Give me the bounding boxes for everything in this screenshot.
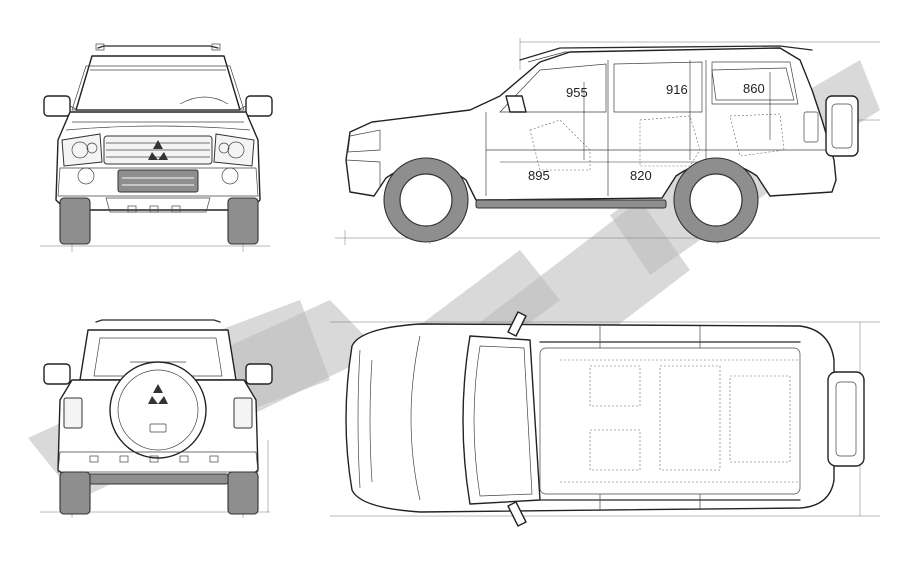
measure-label-916: 916 (666, 82, 688, 97)
rear-view (40, 319, 273, 518)
measure-label-860: 860 (743, 81, 765, 96)
top-view (330, 311, 880, 527)
front-view (40, 43, 273, 252)
measure-label-955: 955 (566, 85, 588, 100)
measure-label-820: 820 (630, 168, 652, 183)
side-view: 955 916 860 895 820 (335, 38, 880, 245)
measure-label-895: 895 (528, 168, 550, 183)
